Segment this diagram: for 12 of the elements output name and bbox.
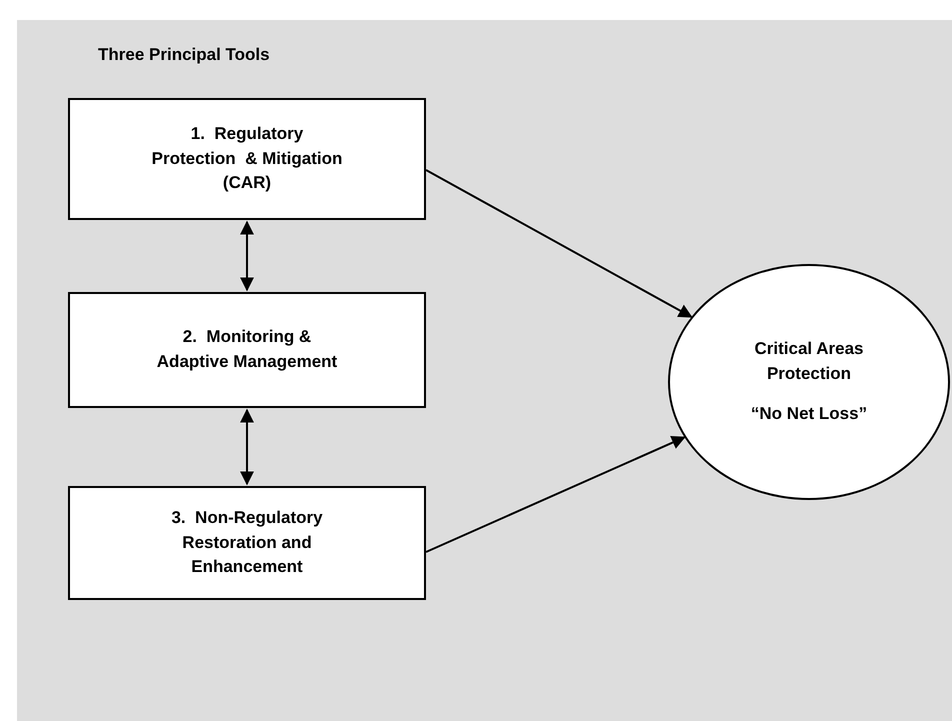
arrow <box>240 408 254 486</box>
tool-box <box>68 486 426 600</box>
node-text: 3. Non-Regulatory Restoration and Enhancement <box>170 507 324 578</box>
node-text: 1. Regulatory Protection & Mitigation (CAR) <box>150 123 344 194</box>
arrow <box>426 169 693 318</box>
node-text: Critical Areas Protection <box>754 338 864 385</box>
tool-box <box>68 292 426 408</box>
heading: Three Principal Tools <box>98 44 270 66</box>
tool-box <box>68 98 426 220</box>
node-text: “No Net Loss” <box>750 403 868 426</box>
node-text: 2. Monitoring & Adaptive Management <box>156 326 338 373</box>
arrow <box>240 220 254 292</box>
